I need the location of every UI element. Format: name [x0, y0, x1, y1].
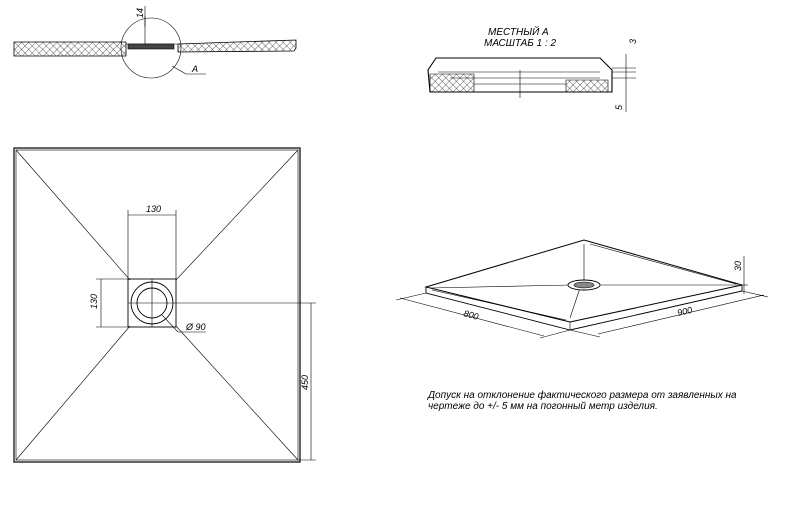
note-line-2: чертеже до +/- 5 мм на погонный метр изд… [428, 401, 658, 412]
detail-label-1: МЕСТНЫЙ А [488, 25, 549, 38]
drain-section [127, 43, 175, 50]
detail-view: МЕСТНЫЙ А МАСШТАБ 1 : 2 3 5 [427, 25, 638, 112]
dim-900: 900 [676, 305, 693, 318]
plan-view: 130 130 Ø 90 450 [13, 147, 316, 463]
detail-hatch-right-x [566, 80, 608, 92]
note-line-1: Допуск на отклонение фактического размер… [427, 389, 737, 401]
dim-130-side: 130 [89, 294, 99, 309]
dim-450: 450 [300, 375, 310, 390]
callout-a-label: А [191, 64, 198, 74]
detail-label-2: МАСШТАБ 1 : 2 [484, 38, 556, 49]
dim-diameter: Ø 90 [185, 322, 206, 332]
tray-section-right-x [178, 40, 296, 52]
detail-dim-3: 3 [628, 39, 638, 44]
section-view: 14 А [13, 6, 297, 79]
tray-outline-inner [15, 149, 299, 461]
detail-dim-5: 5 [614, 104, 624, 110]
iso-drain-inner [573, 281, 595, 289]
dim-14-label: 14 [135, 8, 145, 18]
dim-130-top: 130 [146, 204, 161, 214]
dim-800: 800 [462, 308, 479, 322]
tray-section-left-x [14, 42, 126, 56]
detail-hatch-left-x [430, 74, 474, 92]
isometric-view: 800 900 30 [395, 239, 769, 339]
dim-30: 30 [733, 261, 743, 271]
tolerance-note: Допуск на отклонение фактического размер… [427, 389, 737, 412]
tray-outline-outer [13, 147, 301, 463]
detail-circle [120, 17, 182, 79]
